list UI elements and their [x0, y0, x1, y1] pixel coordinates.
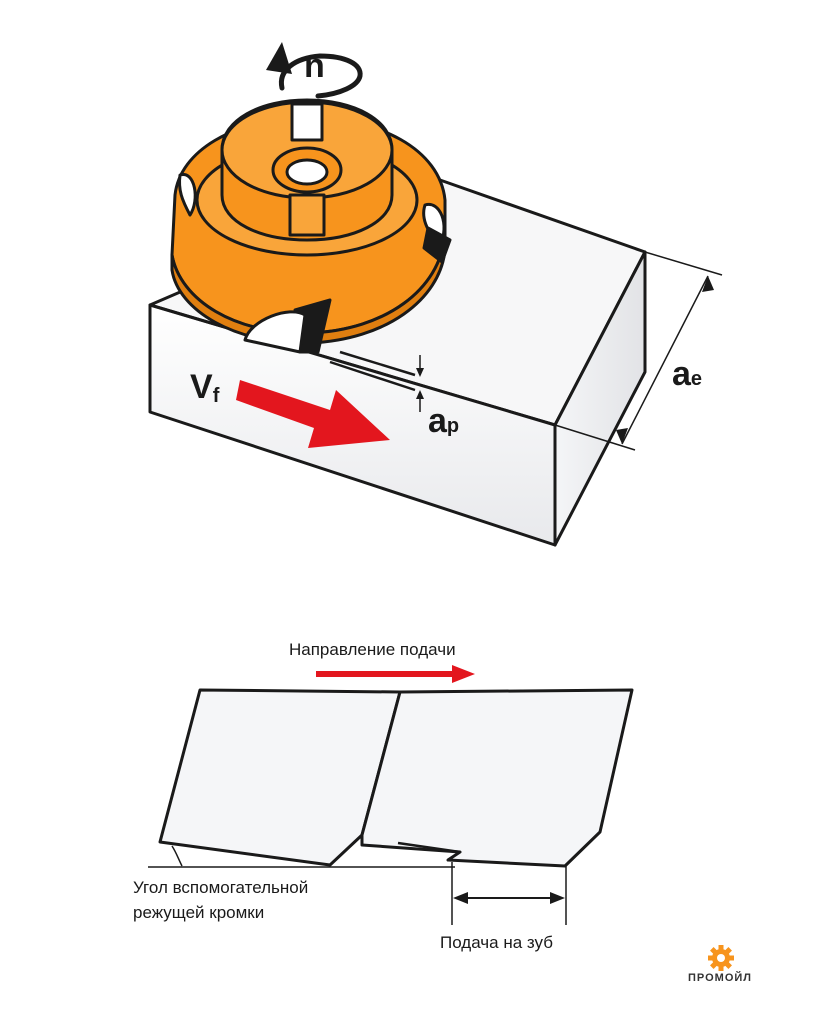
feed-direction-arrow-icon [316, 665, 475, 683]
depth-label: ap [428, 402, 459, 440]
width-dimension [554, 251, 723, 451]
feed-per-tooth-dimension [451, 862, 567, 925]
cutter-chip-pocket [243, 310, 307, 354]
depth-main: a [428, 402, 448, 440]
cutter-insert-right [422, 226, 452, 264]
feed-velocity-main: V [190, 368, 213, 406]
cutter-keyway [290, 102, 324, 142]
block-side-face [553, 250, 647, 547]
width-sub: e [691, 368, 702, 390]
rotation-arrow-icon [266, 42, 363, 99]
tooth-right [360, 688, 634, 868]
depth-sub: p [447, 415, 459, 437]
secondary-edge-angle-label-line2: режущей кромки [133, 903, 264, 922]
feed-arrow-icon [236, 380, 390, 448]
cutter-bore-slot [288, 193, 326, 237]
angle-arc-icon [171, 845, 183, 867]
tooth-profile [158, 688, 634, 868]
feed-per-tooth-label: Подача на зуб [440, 933, 553, 952]
logo-text: ПРОМОЙЛ [688, 971, 752, 984]
depth-dimension [416, 355, 424, 412]
tooth-inner-edge [397, 841, 461, 854]
tooth-left [158, 688, 402, 867]
secondary-edge-angle-label-line1: Угол вспомогательной [133, 878, 308, 897]
width-label: ae [672, 355, 702, 393]
milling-cutter [170, 98, 452, 354]
cutter-notch-left [178, 173, 197, 217]
width-main: a [672, 355, 692, 393]
rotation-label: n [304, 47, 325, 85]
gear-logo-icon [708, 945, 734, 971]
cutter-bore-hole [285, 158, 329, 186]
feed-velocity-sub: f [213, 385, 220, 407]
feed-direction-label: Направление подачи [289, 640, 456, 659]
feed-velocity-label: Vf [190, 368, 220, 407]
